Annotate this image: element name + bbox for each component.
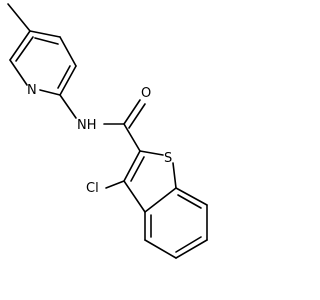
bond-c3a-c3 — [123, 180, 146, 213]
bond-carbonyl-c2 — [123, 123, 141, 152]
bond-py-double-3 — [34, 37, 59, 45]
bond-c7a-c3a — [144, 187, 177, 213]
bond-bz-double-1 — [177, 194, 202, 209]
bond-carbonyl-o-1 — [123, 99, 141, 125]
atom-label-chloro: Cl — [86, 181, 99, 196]
pyridine-ring — [9, 30, 77, 96]
bond-bz-double-2 — [175, 236, 202, 253]
bond-py-double-2 — [57, 65, 71, 89]
bond-py-to-nh — [59, 94, 77, 119]
structure-canvas: N NH O S Cl — [7, 3, 208, 259]
atom-label-pyridine-n: N — [27, 83, 37, 98]
bond-bz-3 — [175, 239, 208, 259]
bond-s-c7a — [172, 162, 177, 189]
atom-label-carbonyl-o: O — [141, 86, 151, 101]
bond-c3-cl — [105, 180, 125, 189]
bond-py-c6-n1 — [9, 59, 28, 86]
benzene-ring — [144, 187, 208, 259]
amide-group — [103, 99, 146, 152]
bond-methyl — [7, 3, 31, 32]
chemical-structure-diagram: N NH O S Cl — [7, 3, 208, 259]
bond-carbonyl-o-2 — [128, 103, 146, 129]
thiophene-ring — [123, 150, 177, 213]
bond-py-c4-c5 — [29, 30, 61, 38]
atom-label-amide-nh: NH — [77, 118, 97, 133]
bond-py-c5-c6 — [9, 30, 31, 61]
bond-py-c3-c4 — [59, 36, 77, 67]
bond-bz-1 — [175, 187, 208, 206]
atom-label-thiophene-s: S — [164, 151, 172, 166]
bond-py-c2-c3 — [59, 65, 77, 96]
bond-py-double-1 — [15, 36, 34, 62]
bond-bz-4 — [144, 239, 177, 259]
bond-c2-s — [139, 150, 164, 156]
bond-c3-c2-double — [130, 156, 145, 182]
bond-c3-c2 — [123, 150, 141, 182]
bond-py-n1-c2 — [39, 89, 61, 96]
